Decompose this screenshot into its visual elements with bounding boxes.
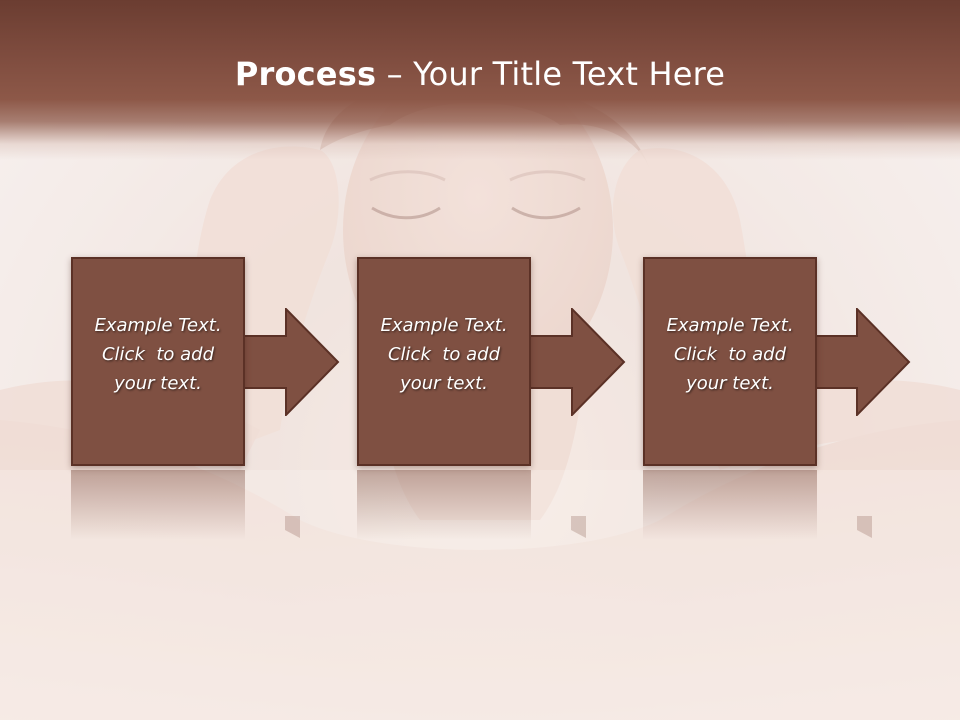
- step-2-line-2: Click to add: [387, 344, 500, 365]
- title-rest: – Your Title Text Here: [376, 55, 726, 93]
- step-2-arrow: [530, 308, 626, 416]
- step-3-arrow: [815, 308, 911, 416]
- step-2-line-1: Example Text.: [380, 315, 508, 336]
- step-3-line-2: Click to add: [673, 344, 786, 365]
- arrow-1-reflection: [285, 516, 300, 538]
- step-2-text: Example Text. Click to add your text.: [359, 311, 529, 398]
- step-2-box[interactable]: Example Text. Click to add your text.: [357, 257, 531, 466]
- step-1-line-1: Example Text.: [94, 315, 222, 336]
- step-2-line-3: your text.: [400, 373, 488, 394]
- step-3-text: Example Text. Click to add your text.: [645, 311, 815, 398]
- step-1-text: Example Text. Click to add your text.: [73, 311, 243, 398]
- step-3-line-3: your text.: [686, 373, 774, 394]
- step-1-line-2: Click to add: [101, 344, 214, 365]
- step-1-reflection: [71, 470, 245, 540]
- step-3-reflection: [643, 470, 817, 540]
- step-1-arrow: [244, 308, 340, 416]
- step-3-box[interactable]: Example Text. Click to add your text.: [643, 257, 817, 466]
- step-3-line-1: Example Text.: [666, 315, 794, 336]
- arrow-2-reflection: [571, 516, 586, 538]
- slide-title[interactable]: Process – Your Title Text Here: [0, 52, 960, 96]
- arrow-3-reflection: [857, 516, 872, 538]
- title-bar: [0, 0, 960, 160]
- step-2-reflection: [357, 470, 531, 540]
- step-1-box[interactable]: Example Text. Click to add your text.: [71, 257, 245, 466]
- title-bold-part: Process: [234, 55, 377, 93]
- step-1-line-3: your text.: [114, 373, 202, 394]
